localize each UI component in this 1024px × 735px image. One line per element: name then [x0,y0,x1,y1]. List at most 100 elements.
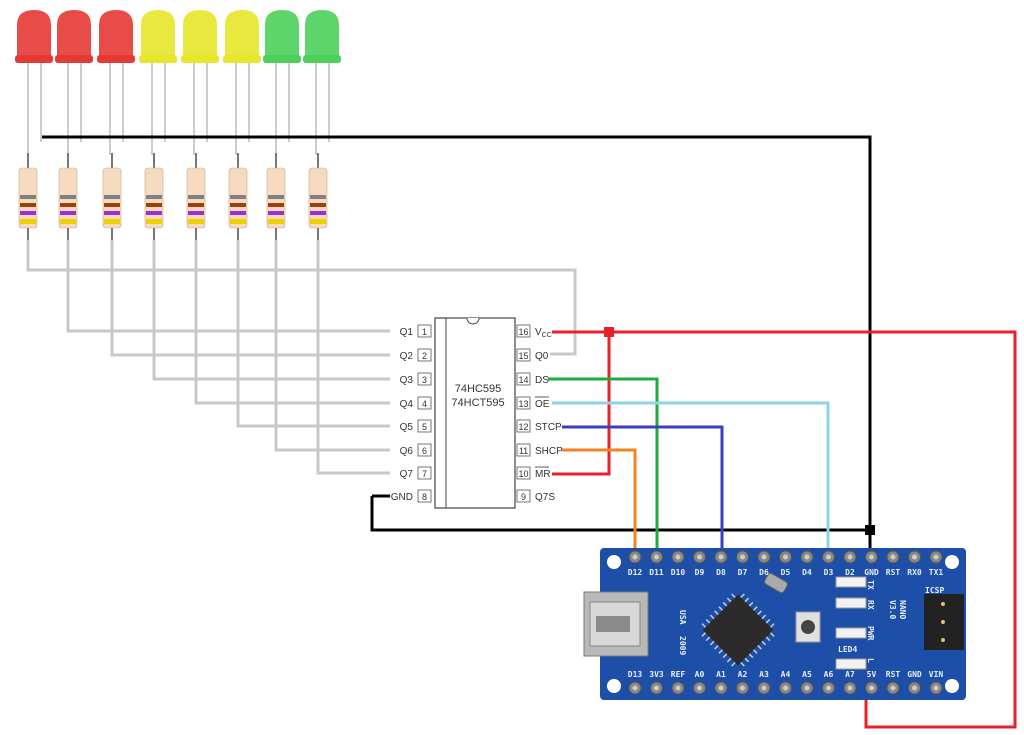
svg-text:5V: 5V [867,670,877,679]
tx-label: TX [866,580,875,590]
usb-connector [583,591,649,657]
nano-pin-bottom-3v3: 3V3 [649,670,664,695]
ic-name-1: 74HC595 [455,383,501,395]
vcc-junction [604,327,614,337]
svg-text:SHCP: SHCP [535,446,563,457]
resistor-row [18,153,328,240]
output-wires [26,240,577,475]
nano-pin-bottom-a4: A4 [779,670,792,695]
resistor [18,153,38,240]
nano-pin-bottom-rst: RST [886,670,901,695]
nano-pin-top-d5: D5 [779,550,792,577]
ic-pin-3: 3Q3 [400,372,432,386]
nano-pin-top-rst: RST [886,550,900,577]
resistor [144,153,164,240]
led-yellow [223,10,261,155]
svg-text:8: 8 [422,492,427,502]
svg-text:A6: A6 [824,670,834,679]
nano-pin-top-d3: D3 [822,550,835,577]
nano-pin-bottom-d13: D13 [628,670,643,695]
resistor [186,153,206,240]
l-label: L [866,658,875,663]
icsp-header [924,594,964,650]
svg-text:Q6: Q6 [400,446,414,457]
nano-pin-bottom-5v: 5V [865,670,878,695]
svg-text:GND: GND [864,568,879,577]
nano-pin-top-d11: D11 [649,550,664,577]
svg-text:13: 13 [518,399,528,409]
nano-pin-bottom-a0: A0 [693,670,706,695]
led-red [55,10,93,155]
stcp-wire [562,425,724,552]
reset-button [795,611,821,643]
ic-pin-1: 1Q1 [400,324,432,338]
board-name: NANO [898,600,907,619]
svg-text:OE: OE [535,399,550,410]
nano-pin-top-gnd: GND [864,550,879,577]
svg-text:A7: A7 [845,670,855,679]
svg-text:D9: D9 [695,568,705,577]
svg-text:VCC: VCC [535,327,552,339]
ic-pin-4: 4Q4 [400,396,432,410]
ic-pin-7: 7Q7 [400,466,432,480]
nano-pin-top-d7: D7 [736,550,749,577]
icsp-label: ICSP [925,586,944,595]
nano-pin-bottom-a2: A2 [736,670,749,695]
ic-name-2: 74HCT595 [451,397,504,409]
svg-text:A0: A0 [695,670,705,679]
usa-label: USA [678,610,687,625]
nano-pin-bottom-a7: A7 [843,670,857,695]
crystal [764,572,788,594]
nano-pin-top-tx1: TX1 [929,550,943,577]
ds-wire [548,377,659,552]
svg-text:D13: D13 [628,670,643,679]
svg-text:15: 15 [518,351,528,361]
svg-text:3V3: 3V3 [649,670,664,679]
svg-text:REF: REF [671,670,686,679]
svg-text:9: 9 [521,492,526,502]
svg-text:DS: DS [535,375,549,386]
nano-pin-bottom-gnd: GND [907,670,922,695]
nano-pin-top-d6: D6 [757,550,771,577]
led-red [15,10,53,155]
resistor [102,153,122,240]
svg-text:14: 14 [518,375,528,385]
mcu-chip [701,593,775,667]
nano-pin-bottom-ref: REF [671,670,686,695]
nano-pin-top-d9: D9 [693,550,706,577]
shcp-wire [562,448,637,552]
rx-label: RX [866,600,875,610]
svg-text:GND: GND [907,670,922,679]
status-leds [835,576,867,670]
svg-text:D4: D4 [802,568,812,577]
led-green [303,10,341,155]
led-red [97,10,135,155]
svg-text:2: 2 [422,351,427,361]
nano-pin-bottom-a6: A6 [822,670,835,695]
led-green [263,10,301,155]
svg-text:4: 4 [422,399,427,409]
gnd-junction [865,525,875,535]
svg-text:RST: RST [886,670,901,679]
nano-pin-top-d12: D12 [628,550,642,577]
ic-pin-2: 2 Q2 [400,348,432,362]
pwr-label: PWR [866,626,875,641]
svg-text:6: 6 [422,446,427,456]
resistor [58,153,78,240]
ic-pin-14: 14 DS [516,372,549,386]
svg-text:A2: A2 [738,670,748,679]
svg-text:Q2: Q2 [400,351,414,362]
led-yellow [139,10,177,155]
nano-pin-bottom-vin: VIN [929,670,943,695]
nano-pin-top-d10: D10 [671,550,685,577]
led-row [15,10,341,155]
